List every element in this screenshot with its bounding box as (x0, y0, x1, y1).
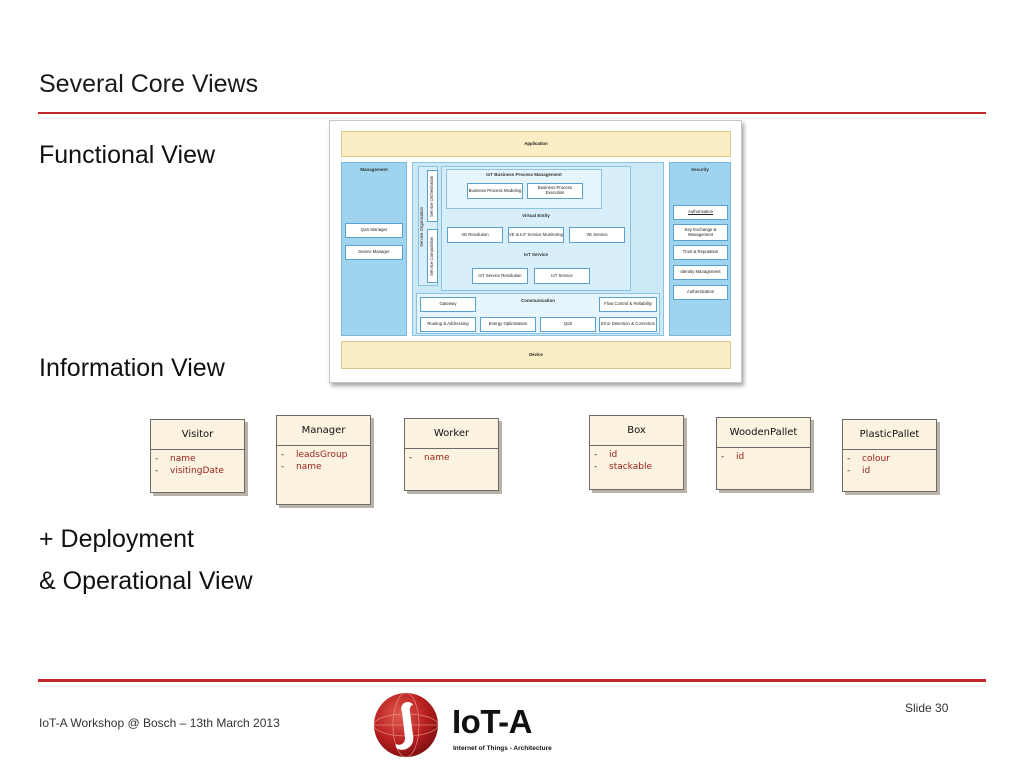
title-divider (38, 112, 986, 114)
uml-class-name: Manager (277, 416, 370, 446)
business-process-modeling-box: Business Process Modeling (467, 183, 523, 199)
core-functional-area: Service Organisation Service Orchestrati… (412, 162, 664, 336)
uml-attribute: -visitingDate (155, 466, 224, 476)
uml-attribute: -name (155, 454, 196, 464)
business-process-execution-box: Business Process Execution (527, 183, 583, 199)
uml-attribute: -leadsGroup (281, 450, 348, 460)
security-title: Security (691, 167, 709, 172)
uml-class-name: Worker (405, 419, 498, 449)
iot-bpm-group: IoT Business Process Management Business… (446, 169, 602, 209)
uml-attribute: -name (281, 462, 322, 472)
flow-control-box: Flow Control & Reliability (599, 297, 657, 312)
uml-attribute: -name (409, 453, 450, 463)
management-group: Management QoS Manager Device Manager (341, 162, 407, 336)
uml-class-box: Box -id -stackable (589, 415, 684, 490)
uml-class-manager: Manager -leadsGroup -name (276, 415, 371, 505)
qos-box: QoS (540, 317, 596, 332)
security-group: Security Authorisation Key Exchange & Ma… (669, 162, 731, 336)
uml-class-name: Box (590, 416, 683, 446)
service-orchestration-box: Service Orchestration (427, 170, 438, 222)
uml-class-woodenpallet: WoodenPallet -id (716, 417, 811, 490)
identity-management-box: Identity Management (673, 265, 728, 280)
iot-bpm-title: IoT Business Process Management (486, 172, 562, 177)
virtual-entity-container: IoT Business Process Management Business… (441, 166, 631, 291)
service-organisation-title: Service Organisation (419, 207, 424, 247)
uml-class-visitor: Visitor -name -visitingDate (150, 419, 245, 493)
uml-attribute: -id (847, 466, 871, 476)
service-composition-box: Service Composition (427, 229, 438, 283)
qos-manager-box: QoS Manager (345, 223, 403, 238)
communication-title: Communication (520, 298, 555, 303)
authorisation-box: Authorisation (673, 205, 728, 220)
trust-reputation-box: Trust & Reputation (673, 245, 728, 260)
ve-resolution-box: VE Resolution (447, 227, 503, 243)
communication-group: Communication Gateway Flow Control & Rel… (416, 293, 660, 334)
iot-service-title: IoT Service (523, 252, 548, 257)
iot-service-box: IoT Service (534, 268, 590, 284)
device-manager-box: Device Manager (345, 245, 403, 260)
uml-attribute: -stackable (594, 462, 653, 472)
iot-service-resolution-box: IoT Service Resolution (472, 268, 528, 284)
uml-class-worker: Worker -name (404, 418, 499, 491)
authentication-box: Authentication (673, 285, 728, 300)
heading-information-view: Information View (39, 354, 225, 382)
footer-divider (38, 679, 986, 682)
uml-attribute: -id (721, 452, 745, 462)
device-layer: Device (341, 341, 731, 369)
uml-class-name: PlasticPallet (843, 420, 936, 450)
uml-attribute: -colour (847, 454, 890, 464)
logo-title: IoT-A (452, 703, 532, 740)
functional-view-diagram: Application Management QoS Manager Devic… (329, 120, 742, 383)
uml-attribute: -id (594, 450, 618, 460)
heading-deployment: + Deployment (39, 525, 194, 553)
slide-number: Slide 30 (905, 701, 949, 715)
service-organisation-group: Service Organisation Service Orchestrati… (418, 166, 438, 286)
ve-service-box: VE Service (569, 227, 625, 243)
ve-iot-monitoring-box: VE & IoT Service Monitoring (508, 227, 564, 243)
heading-operational-view: & Operational View (39, 567, 253, 595)
application-layer: Application (341, 131, 731, 157)
uml-class-plasticpallet: PlasticPallet -colour -id (842, 419, 937, 492)
virtual-entity-title: Virtual Entity (522, 213, 550, 218)
management-title: Management (360, 167, 388, 172)
error-detection-box: Error Detection & Correction (599, 317, 657, 332)
logo-subtitle: Internet of Things - Architecture (453, 745, 552, 752)
footer-event-text: IoT-A Workshop @ Bosch – 13th March 2013 (39, 716, 280, 730)
slide-title: Several Core Views (39, 70, 259, 98)
uml-class-name: Visitor (151, 420, 244, 450)
key-exchange-box: Key Exchange & Management (673, 224, 728, 241)
routing-addressing-box: Routing & Addressing (420, 317, 476, 332)
gateway-box: Gateway (420, 297, 476, 312)
heading-functional-view: Functional View (39, 141, 216, 169)
uml-class-name: WoodenPallet (717, 418, 810, 448)
energy-optimisation-box: Energy Optimisation (480, 317, 536, 332)
iot-a-globe-logo-icon (373, 692, 439, 758)
